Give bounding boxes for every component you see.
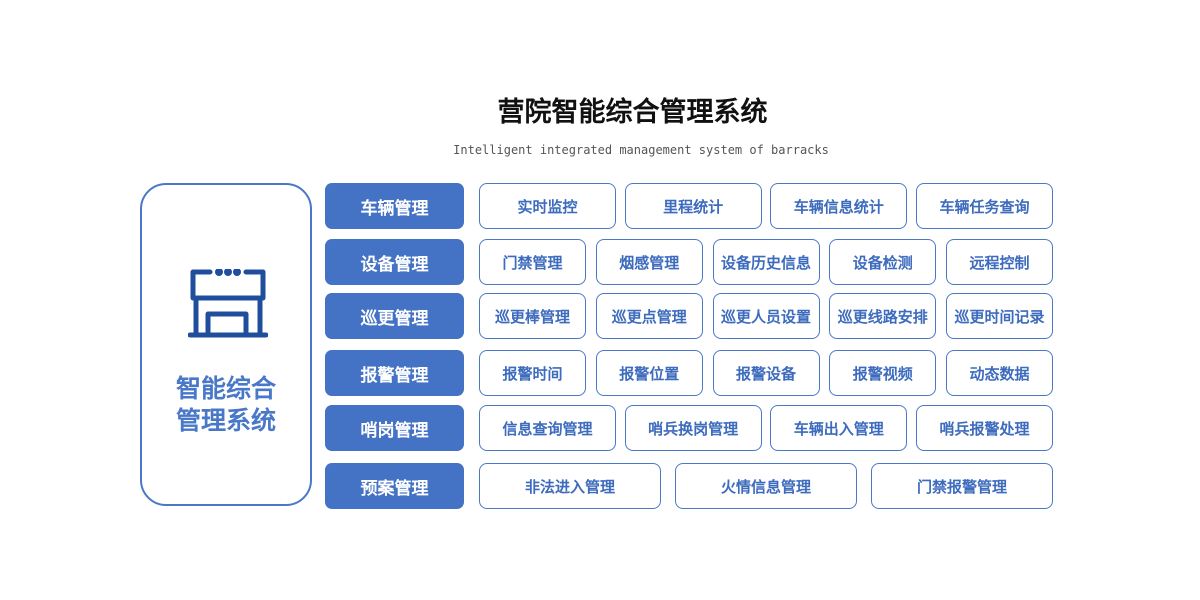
feature-item[interactable]: 里程统计 bbox=[624, 183, 762, 229]
feature-item[interactable]: 车辆出入管理 bbox=[770, 405, 908, 451]
feature-list: 门禁管理烟感管理设备历史信息设备检测远程控制 bbox=[479, 239, 1053, 285]
module-row: 巡更管理巡更棒管理巡更点管理巡更人员设置巡更线路安排巡更时间记录 bbox=[325, 293, 1053, 339]
system-panel: 智能综合管理系统 bbox=[140, 183, 312, 506]
feature-item[interactable]: 动态数据 bbox=[946, 350, 1053, 396]
feature-item[interactable]: 巡更线路安排 bbox=[829, 293, 937, 339]
feature-item[interactable]: 巡更棒管理 bbox=[479, 293, 586, 339]
module-row: 报警管理报警时间报警位置报警设备报警视频动态数据 bbox=[325, 350, 1053, 396]
feature-list: 巡更棒管理巡更点管理巡更人员设置巡更线路安排巡更时间记录 bbox=[479, 293, 1053, 339]
feature-item[interactable]: 巡更时间记录 bbox=[946, 293, 1053, 339]
feature-list: 实时监控里程统计车辆信息统计车辆任务查询 bbox=[479, 183, 1053, 229]
feature-item[interactable]: 哨兵报警处理 bbox=[915, 405, 1053, 451]
feature-item[interactable]: 报警视频 bbox=[829, 350, 937, 396]
module-row: 设备管理门禁管理烟感管理设备历史信息设备检测远程控制 bbox=[325, 239, 1053, 285]
feature-item[interactable]: 门禁管理 bbox=[479, 239, 586, 285]
panel-title-line1: 智能综合 bbox=[175, 374, 276, 403]
feature-item[interactable]: 设备历史信息 bbox=[712, 239, 820, 285]
category-label[interactable]: 预案管理 bbox=[325, 463, 464, 509]
feature-item[interactable]: 巡更点管理 bbox=[595, 293, 703, 339]
feature-item[interactable]: 火情信息管理 bbox=[675, 463, 857, 509]
module-row: 预案管理非法进入管理火情信息管理门禁报警管理 bbox=[325, 463, 1053, 509]
storefront-icon bbox=[188, 269, 268, 338]
panel-title-line2: 管理系统 bbox=[175, 406, 276, 435]
feature-item[interactable]: 门禁报警管理 bbox=[871, 463, 1053, 509]
feature-item[interactable]: 巡更人员设置 bbox=[712, 293, 820, 339]
feature-item[interactable]: 设备检测 bbox=[829, 239, 937, 285]
category-label[interactable]: 巡更管理 bbox=[325, 293, 464, 339]
category-label[interactable]: 设备管理 bbox=[325, 239, 464, 285]
module-row: 车辆管理实时监控里程统计车辆信息统计车辆任务查询 bbox=[325, 183, 1053, 229]
feature-item[interactable]: 车辆信息统计 bbox=[770, 183, 908, 229]
feature-list: 非法进入管理火情信息管理门禁报警管理 bbox=[479, 463, 1053, 509]
page-title: 营院智能综合管理系统 bbox=[497, 97, 768, 128]
feature-item[interactable]: 报警设备 bbox=[712, 350, 820, 396]
page-subtitle: Intelligent integrated management system… bbox=[453, 143, 829, 157]
feature-item[interactable]: 报警时间 bbox=[479, 350, 586, 396]
feature-item[interactable]: 信息查询管理 bbox=[479, 405, 616, 451]
feature-item[interactable]: 非法进入管理 bbox=[479, 463, 661, 509]
feature-item[interactable]: 实时监控 bbox=[479, 183, 616, 229]
module-row: 哨岗管理信息查询管理哨兵换岗管理车辆出入管理哨兵报警处理 bbox=[325, 405, 1053, 451]
feature-item[interactable]: 哨兵换岗管理 bbox=[624, 405, 762, 451]
feature-item[interactable]: 远程控制 bbox=[946, 239, 1053, 285]
feature-item[interactable]: 烟感管理 bbox=[595, 239, 703, 285]
category-label[interactable]: 车辆管理 bbox=[325, 183, 464, 229]
feature-list: 信息查询管理哨兵换岗管理车辆出入管理哨兵报警处理 bbox=[479, 405, 1053, 451]
feature-item[interactable]: 车辆任务查询 bbox=[915, 183, 1053, 229]
feature-item[interactable]: 报警位置 bbox=[595, 350, 703, 396]
category-label[interactable]: 哨岗管理 bbox=[325, 405, 464, 451]
feature-list: 报警时间报警位置报警设备报警视频动态数据 bbox=[479, 350, 1053, 396]
category-label[interactable]: 报警管理 bbox=[325, 350, 464, 396]
